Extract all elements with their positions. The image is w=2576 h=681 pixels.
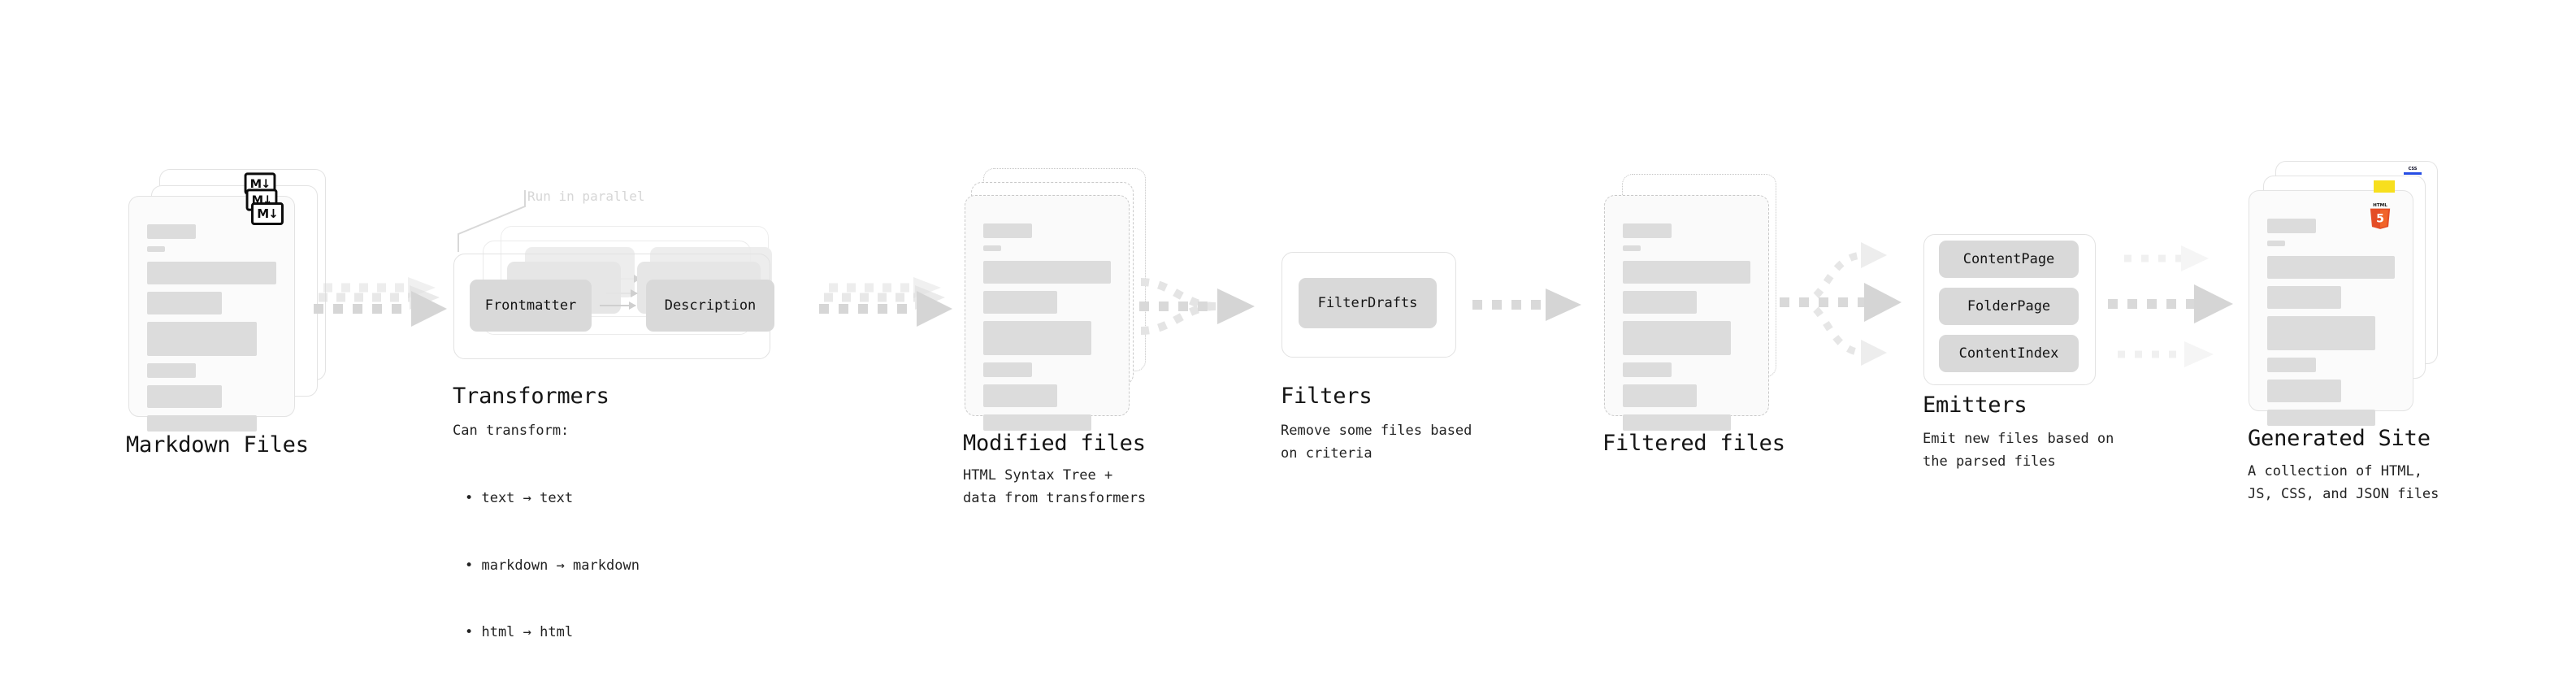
stage-desc-modified-files: HTML Syntax Tree + data from transformer… — [963, 467, 1147, 506]
html5-badge: HTML 5 — [2368, 202, 2392, 229]
connector-filters-to-filtered-files — [1469, 288, 1607, 337]
transformer-node-frontmatter[interactable]: Frontmatter — [470, 280, 592, 332]
emitter-node-contentindex[interactable]: ContentIndex — [1939, 335, 2079, 372]
filter-node-filterdrafts[interactable]: FilterDrafts — [1299, 278, 1437, 328]
skeleton-bar — [983, 245, 1001, 251]
css3-badge-bar — [2404, 172, 2422, 175]
stage-title-generated-site: Generated Site — [2248, 426, 2431, 451]
stage-desc-emitters: Emit new files based on the parsed files — [1923, 431, 2114, 470]
skeleton-bar — [147, 246, 166, 252]
generated-card-skeleton — [2249, 191, 2413, 426]
skeleton-bar — [1623, 321, 1732, 355]
skeleton-bar — [983, 384, 1058, 407]
skeleton-bar — [147, 415, 258, 432]
connector-emitters-to-generated-site — [2106, 234, 2269, 376]
stage-title-markdown-files: Markdown Files — [126, 432, 309, 458]
markdown-card-skeleton — [129, 197, 294, 432]
skeleton-bar — [2267, 380, 2342, 402]
skeleton-bar — [147, 385, 223, 408]
modified-card-skeleton — [965, 196, 1129, 431]
skeleton-bar — [147, 363, 197, 378]
emitters-box — [1923, 234, 2096, 385]
skeleton-bar — [2267, 286, 2342, 309]
transformers-bullet-item: • markdown → markdown — [465, 557, 640, 574]
stage-title-transformers: Transformers — [453, 384, 609, 409]
stage-title-filtered-files: Filtered files — [1602, 431, 1785, 456]
stage-desc-transformers: Can transform: — [453, 423, 570, 439]
skeleton-bar — [2267, 358, 2316, 372]
connector-transformers-to-modified-files — [813, 276, 975, 341]
js-badge — [2374, 180, 2395, 193]
stage-desc-filters: Remove some files based on criteria — [1281, 423, 1472, 462]
skeleton-bar — [147, 224, 197, 239]
stage-title-emitters: Emitters — [1923, 393, 2027, 418]
emitter-node-folderpage[interactable]: FolderPage — [1939, 288, 2079, 325]
svg-text:5: 5 — [2376, 212, 2384, 225]
transformer-inner-arrow-front — [600, 301, 636, 310]
modified-card-front — [965, 195, 1130, 431]
skeleton-bar — [983, 362, 1032, 377]
skeleton-bar — [147, 262, 276, 284]
skeleton-bar — [147, 292, 223, 314]
skeleton-bar — [2267, 256, 2395, 279]
stage-title-modified-files: Modified files — [963, 431, 1146, 456]
svg-text:HTML: HTML — [2373, 203, 2387, 208]
emitter-node-contentpage[interactable]: ContentPage — [1939, 241, 2079, 278]
transformers-bullet-item: • html → html — [465, 624, 574, 641]
skeleton-bar — [1623, 414, 1732, 431]
skeleton-bar — [983, 223, 1032, 238]
css3-badge: CSS — [2404, 167, 2422, 175]
stage-desc-generated-site: A collection of HTML, JS, CSS, and JSON … — [2248, 463, 2439, 502]
css3-badge-label: CSS — [2408, 167, 2418, 171]
stage-title-filters: Filters — [1281, 384, 1373, 409]
skeleton-bar — [2267, 316, 2376, 350]
skeleton-bar — [1623, 223, 1672, 238]
skeleton-bar — [983, 414, 1092, 431]
transformers-bullet-item: • text → text — [465, 490, 574, 507]
skeleton-bar — [1623, 362, 1672, 377]
markdown-badge-front: M↓ — [251, 202, 284, 225]
generated-site-file-stack: CSS HTM — [0, 0, 2438, 426]
connector-modified-files-to-filters — [1136, 264, 1299, 354]
transformers-bullet-list: • text → text • markdown → markdown • ht… — [465, 443, 640, 681]
skeleton-bar — [1623, 261, 1750, 284]
skeleton-bar — [983, 321, 1092, 355]
transformer-inner-arrow-back-1 — [606, 289, 638, 297]
skeleton-bar — [2267, 410, 2376, 426]
run-in-parallel-brace — [457, 189, 546, 257]
filtered-card-front — [1604, 195, 1769, 431]
filtered-card-skeleton — [1605, 196, 1768, 431]
markdown-card-front — [128, 196, 295, 432]
connector-filtered-files-to-emitters — [1776, 234, 1947, 372]
skeleton-bar — [1623, 291, 1698, 314]
skeleton-bar — [983, 291, 1058, 314]
skeleton-bar — [1623, 245, 1641, 251]
skeleton-bar — [1623, 384, 1698, 407]
filters-box — [1281, 252, 1456, 358]
connector-markdown-to-transformers — [307, 276, 470, 341]
run-in-parallel-label: Run in parallel — [527, 189, 645, 204]
skeleton-bar — [2267, 241, 2285, 246]
transformer-node-description[interactable]: Description — [646, 280, 774, 332]
skeleton-bar — [983, 261, 1111, 284]
skeleton-bar — [2267, 219, 2316, 233]
skeleton-bar — [147, 322, 258, 356]
